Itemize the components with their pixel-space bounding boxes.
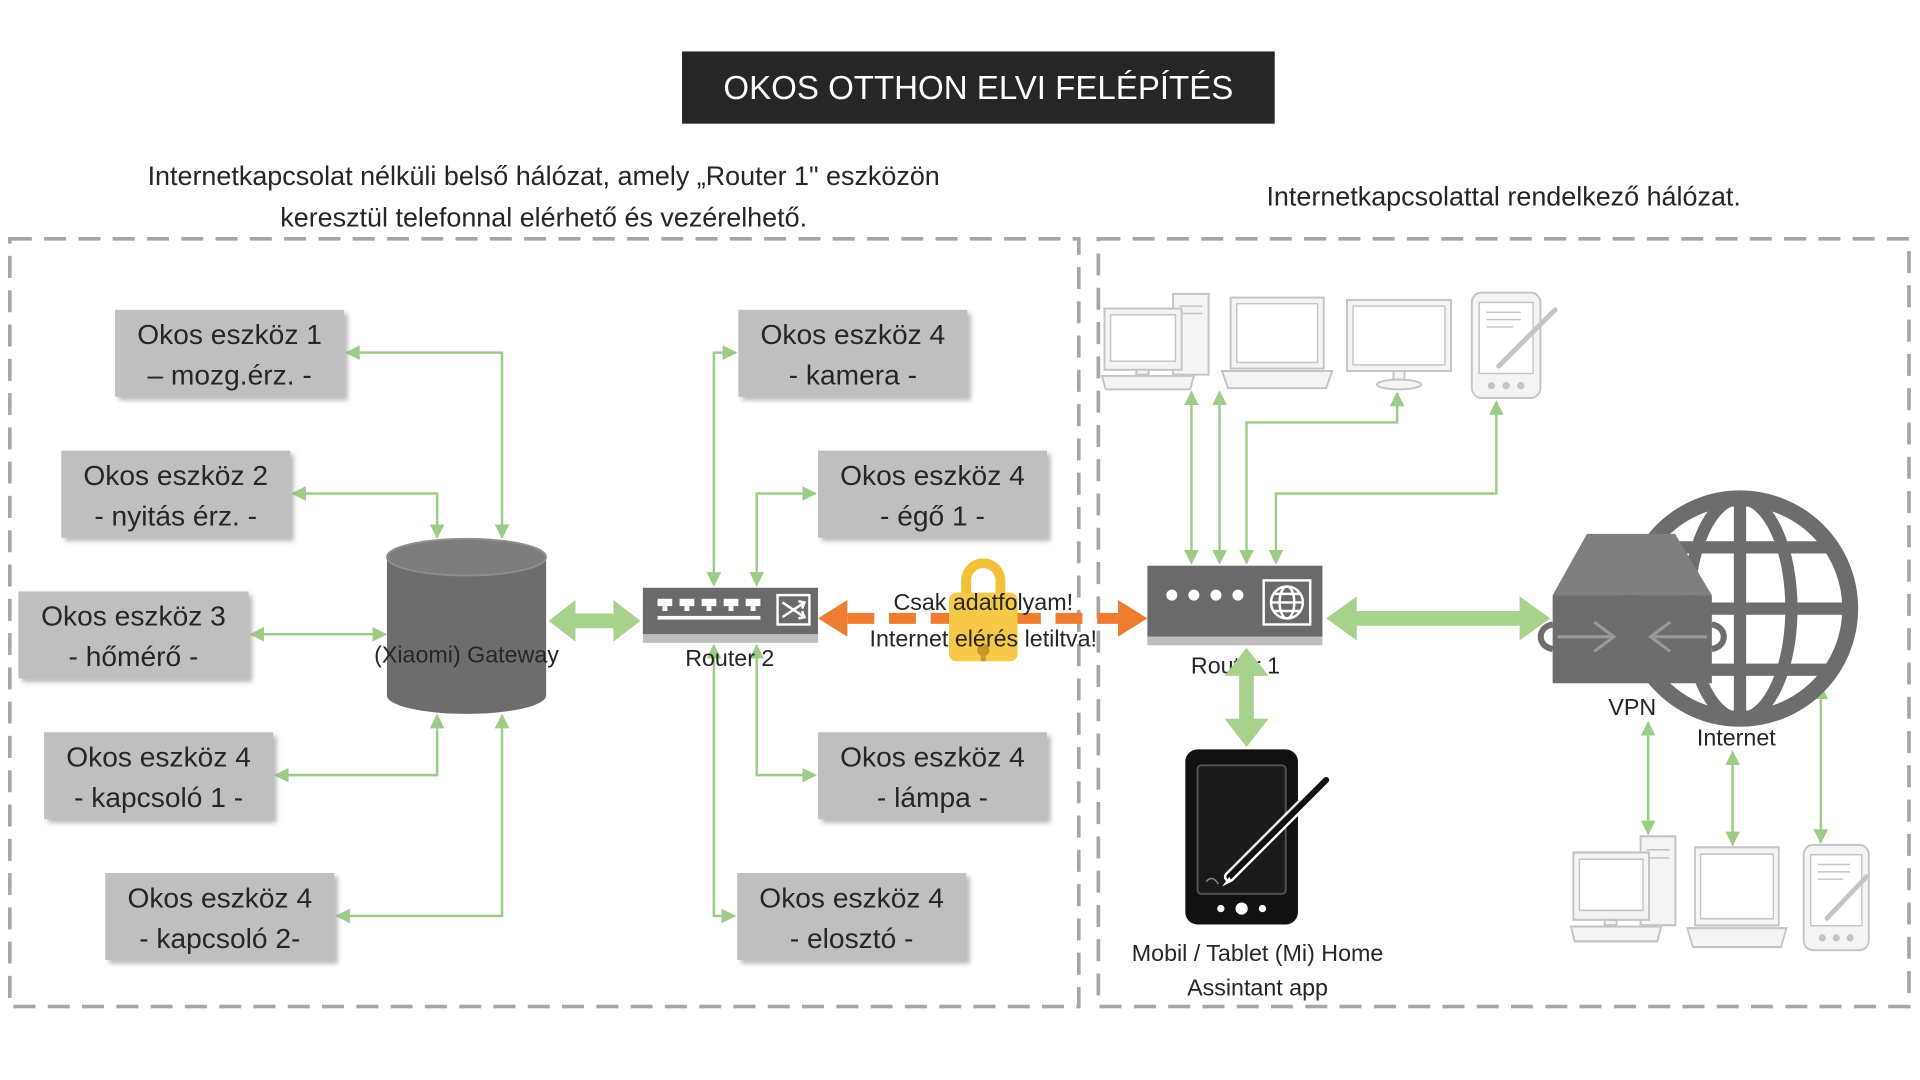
monitor-icon: [1345, 299, 1452, 391]
link-device-4-gateway: [274, 713, 445, 783]
right-zone-caption: Internetkapcsolattal rendelkező hálózat.: [1266, 182, 1740, 212]
title-banner: OKOS OTTHON ELVI FELÉPÍTÉS: [682, 51, 1275, 124]
router1-vpn-link: [1326, 596, 1551, 641]
device-box-powerstrip: Okos eszköz 4 - elosztó -: [737, 873, 967, 960]
device-role: – mozg.érz. -: [147, 359, 311, 390]
device-name: Okos eszköz 2: [83, 460, 268, 491]
device-role: - elosztó -: [790, 923, 914, 954]
left-zone-caption-line-1: Internetkapcsolat nélküli belső hálózat,…: [148, 161, 940, 191]
page-title: OKOS OTTHON ELVI FELÉPÍTÉS: [723, 70, 1233, 107]
link-device-2-gateway: [291, 486, 445, 540]
device-role: - lámpa -: [877, 782, 988, 813]
device-name: Okos eszköz 3: [41, 601, 226, 632]
laptop-icon: [1686, 846, 1788, 949]
link-router2-bulb: [749, 486, 817, 587]
link-router2-camera: [706, 345, 738, 587]
desktop-computer-icon: [1569, 835, 1677, 943]
pda-icon: [1802, 843, 1870, 952]
device-role: - égő 1 -: [880, 500, 985, 531]
shuffle-icon: [776, 593, 811, 626]
device-role: - kamera -: [789, 359, 917, 390]
title-background: [682, 51, 1275, 124]
device-name: Okos eszköz 4: [759, 882, 944, 913]
mobile-label-line-2: Assintant app: [1187, 975, 1328, 1001]
device-name: Okos eszköz 4: [761, 319, 946, 350]
router2-label: Router 2: [685, 645, 774, 671]
link-router1-monitor: [1239, 391, 1405, 565]
left-zone-caption-line-2: keresztül telefonnal elérhető és vezérel…: [280, 203, 807, 233]
device-role: - kapcsoló 1 -: [74, 782, 243, 813]
device-role: - kapcsoló 2-: [139, 923, 300, 954]
device-box-camera: Okos eszköz 4 - kamera -: [738, 309, 968, 397]
vpn-label: VPN: [1608, 694, 1656, 720]
firewall-note-line-1: Csak adatfolyam!: [893, 589, 1073, 615]
device-name: Okos eszköz 4: [840, 742, 1025, 773]
padlock-icon: [948, 558, 1018, 662]
device-role: - nyitás érz. -: [94, 500, 257, 531]
device-role: - hőmérő -: [69, 641, 199, 672]
device-box-lamp: Okos eszköz 4 - lámpa -: [817, 732, 1047, 820]
link-device-1-gateway: [345, 345, 510, 540]
router1-mobile-link: [1224, 647, 1269, 747]
link-router1-pda: [1268, 400, 1504, 565]
internet-label: Internet: [1697, 725, 1776, 751]
network-switch-icon: [642, 587, 818, 643]
router-globe-icon: [1147, 565, 1323, 646]
device-name: Okos eszköz 4: [840, 460, 1025, 491]
switch-ports: [657, 598, 761, 620]
link-router2-powerstrip: [706, 643, 737, 924]
mobile-label-line-1: Mobil / Tablet (Mi) Home: [1132, 940, 1384, 966]
router-globe-badge-icon: [1262, 579, 1312, 626]
device-name: Okos eszköz 4: [127, 882, 312, 913]
gateway-router2-link: [548, 600, 641, 642]
device-box-1: Okos eszköz 1 – mozg.érz. -: [115, 309, 345, 397]
device-name: Okos eszköz 4: [66, 742, 251, 773]
link-router2-lamp: [749, 643, 817, 783]
device-name: Okos eszköz 1: [137, 319, 322, 350]
pda-icon: [1470, 291, 1558, 399]
vpn-server-icon: [1537, 533, 1727, 684]
gateway-label: (Xiaomi) Gateway: [374, 641, 559, 667]
device-box-3: Okos eszköz 3 - hőmérő -: [18, 591, 249, 679]
device-box-bulb: Okos eszköz 4 - égő 1 -: [817, 450, 1047, 538]
firewall-note-line-2: Internet elérés letiltva!: [870, 626, 1097, 652]
database-cylinder-icon: [386, 537, 548, 714]
device-box-4: Okos eszköz 4 - kapcsoló 1 -: [44, 732, 274, 820]
device-box-5: Okos eszköz 4 - kapcsoló 2-: [105, 873, 335, 960]
desktop-computer-icon: [1100, 292, 1210, 391]
link-device-5-gateway: [335, 713, 510, 924]
device-box-2: Okos eszköz 2 - nyitás érz. -: [61, 450, 291, 538]
laptop-icon: [1220, 296, 1334, 390]
tablet-pen-icon: [1185, 749, 1332, 925]
